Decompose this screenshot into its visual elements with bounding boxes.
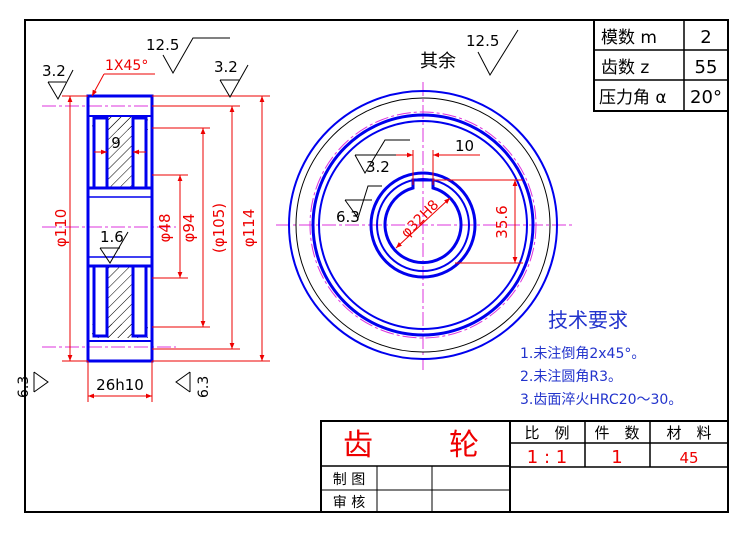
technical-requirements: 技术要求 1.未注倒角2x45°。 2.未注圆角R3。 3.齿面淬火HRC20～…	[520, 308, 682, 408]
dim-48: φ48	[156, 214, 174, 243]
dim-keyway-10: 10	[455, 137, 474, 155]
roughness-3-2-left: 3.2	[42, 62, 66, 80]
spec-label-teeth: 齿数 z	[601, 58, 649, 78]
tech-item-2: 2.未注圆角R3。	[520, 369, 622, 385]
value-material: 45	[679, 449, 698, 467]
spec-table: 模数 m 2 齿数 z 55 压力角 α 20°	[593, 19, 729, 112]
roughness-6-3-front: 6.3	[336, 208, 360, 226]
part-name-2: 轮	[449, 428, 479, 463]
chamfer-label: 1X45°	[105, 58, 148, 74]
roughness-1-6: 1.6	[100, 228, 124, 246]
col-scale: 比 例	[524, 424, 569, 442]
drawn-by-label: 制 图	[333, 472, 365, 488]
dim-114: φ114	[240, 209, 258, 248]
col-quantity: 件 数	[594, 424, 639, 442]
col-material: 材 料	[666, 424, 711, 442]
tech-title: 技术要求	[548, 308, 628, 332]
roughness-3-2-front: 3.2	[366, 158, 390, 176]
value-scale: 1 : 1	[527, 447, 567, 468]
dim-9: 9	[111, 134, 121, 152]
dim-110: φ110	[52, 209, 70, 248]
spec-value-module: 2	[700, 27, 711, 48]
dim-width: 26h10	[96, 376, 144, 394]
dim-94: φ94	[180, 214, 198, 243]
tech-item-3: 3.齿面淬火HRC20～30。	[520, 392, 682, 408]
roughness-6-3-left: 6.3	[16, 376, 32, 398]
part-name-1: 齿	[343, 428, 373, 463]
roughness-3-2-right: 3.2	[214, 58, 238, 76]
checked-by-label: 审 核	[333, 495, 365, 511]
spec-label-module: 模数 m	[601, 28, 657, 48]
roughness-12-5-top: 12.5	[146, 36, 179, 54]
dim-105: (φ105)	[210, 203, 228, 253]
spec-value-angle: 20°	[690, 87, 722, 108]
front-view: 10 35.6 φ32H8 其余 12.5 3.2 6.3	[276, 29, 572, 370]
dim-bore: φ32H8	[398, 197, 442, 241]
title-block: 齿 轮 比 例 件 数 材 料 1 : 1 1 45 制 图 审 核	[320, 420, 729, 513]
spec-value-teeth: 55	[695, 57, 718, 78]
side-section-view: 9 φ110 φ48 φ94 (φ105) φ114 26h10 1X45° 3…	[16, 36, 270, 402]
roughness-6-3-right: 6.3	[196, 376, 212, 398]
spec-label-angle: 压力角 α	[599, 88, 667, 108]
rest-roughness: 12.5	[466, 32, 499, 50]
tech-item-1: 1.未注倒角2x45°。	[520, 346, 645, 362]
dim-35-6: 35.6	[493, 205, 511, 238]
rest-label: 其余	[420, 51, 456, 72]
value-quantity: 1	[611, 447, 622, 468]
